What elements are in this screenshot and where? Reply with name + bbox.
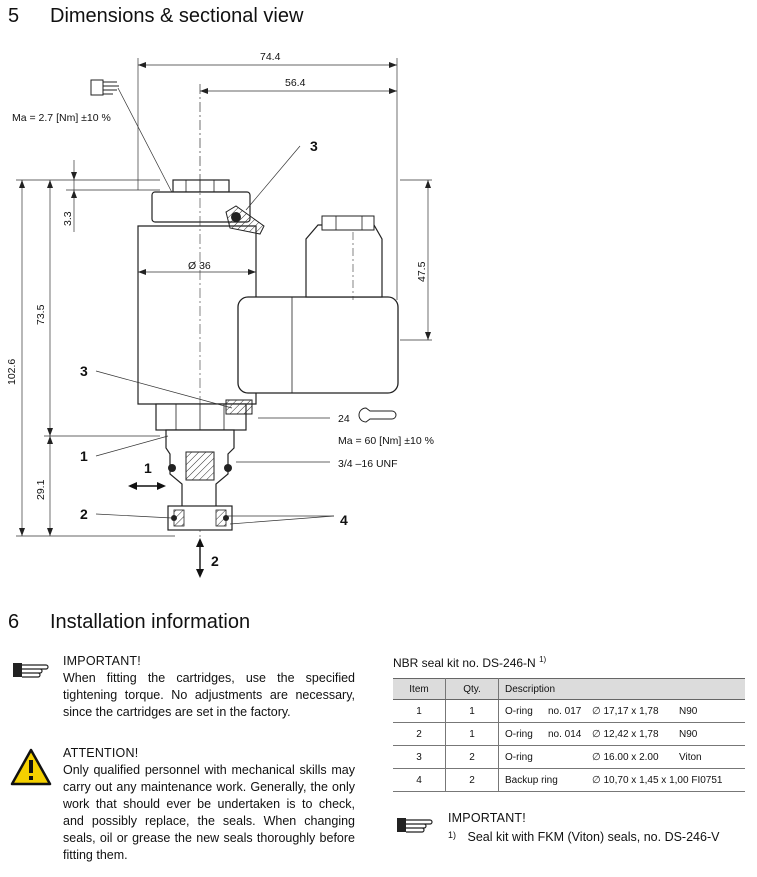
label-3-bottom: 3 [80,363,88,379]
section-6-number: 6 [8,611,20,633]
attention-text: Only qualified personnel with mechanical… [63,763,355,862]
port-1-label: 1 [144,460,152,476]
seal-kit-table: Item Qty. Description 1 1 O-ring no. 017 ∅… [393,678,745,792]
important-title: IMPORTANT! [63,654,141,668]
important-note: IMPORTANT! When fitting the cartridges, … [63,653,355,721]
label-3-top: 3 [310,138,318,154]
dim-diameter-text: Ø 36 [188,260,211,272]
cell-item: 3 [393,745,446,769]
cell-qty: 1 [445,699,499,723]
label-4: 4 [340,512,348,528]
torque-top-text: Ma = 2.7 [Nm] ±10 % [12,112,111,124]
port-1-arrow [128,482,166,490]
section-6-heading: 6 Installation information [8,611,408,637]
cell-size: ∅ 10,70 x 1,45 x 1,00 FI0751 [592,774,723,786]
cell-qty: 2 [445,745,499,769]
cell-part: O-ring [505,728,533,740]
pointing-hand-icon [397,818,433,833]
dim-height-total: 102.6 [6,179,175,537]
label-2: 2 [80,506,88,522]
hand-top-icon [90,79,181,209]
cell-size: ∅ 16.00 x 2.00 [592,751,659,763]
cell-qty: 2 [445,768,499,792]
cell-part: Backup ring [505,774,558,786]
dim-overall-width: 74.4 [137,51,398,300]
dim-height-total-text: 102.6 [6,359,18,385]
important-2-text: Seal kit with FKM (Viton) seals, no. DS-… [467,830,720,844]
table-row: 3 2 O-ring ∅ 16.00 x 2.00 Viton [393,745,745,769]
cell-description: Backup ring ∅ 10,70 x 1,45 x 1,00 FI0751 [498,768,745,792]
cell-description: O-ring no. 017 ∅ 17,17 x 1,78 N90 [498,699,745,723]
dim-small-text: 3.3 [62,211,74,226]
dim-small: 3.3 [62,160,160,232]
important-2-title: IMPORTANT! [448,811,526,825]
header-qty: Qty. [445,678,499,700]
cell-no: no. 017 [548,705,582,717]
leader-lines [95,145,335,525]
cell-part: O-ring [505,705,533,717]
important-text: When fitting the cartridges, use the spe… [63,671,355,719]
header-description: Description [498,678,745,700]
pointing-hand-icon [13,663,49,678]
table-row: 4 2 Backup ring ∅ 10,70 x 1,45 x 1,00 FI0… [393,768,745,792]
table-row: 2 1 O-ring no. 014 ∅ 12,42 x 1,78 N90 [393,722,745,746]
cell-size: ∅ 17,17 x 1,78 [592,705,659,717]
section-5-title: Dimensions & sectional view [50,5,304,27]
attention-title: ATTENTION! [63,746,139,760]
sectional-view-drawing: 74.4 56.4 Ma = 2.7 [Nm] ±10 % 102.6 73.5 [6,51,434,578]
cell-description: O-ring ∅ 16.00 x 2.00 Viton [498,745,745,769]
cell-size: ∅ 12,42 x 1,78 [592,728,659,740]
dim-coil-height-text: 47.5 [416,261,428,282]
header-item: Item [393,678,446,700]
cell-part: O-ring [505,751,533,763]
table-row: 1 1 O-ring no. 017 ∅ 17,17 x 1,78 N90 [393,699,745,723]
cell-material: Viton [679,751,702,763]
important-2-line: 1) Seal kit with FKM (Viton) seals, no. … [448,827,748,846]
cell-material: N90 [679,728,698,740]
cell-item: 2 [393,722,446,746]
port-2-label: 2 [211,553,219,569]
label-1: 1 [80,448,88,464]
attention-note: ATTENTION! Only qualified personnel with… [63,745,355,864]
cell-description: O-ring no. 014 ∅ 12,42 x 1,78 N90 [498,722,745,746]
cell-item: 1 [393,699,446,723]
dim-inner-width: 56.4 [199,77,397,180]
wrench-icon [358,407,397,423]
warning-triangle-icon [10,748,52,786]
dim-height-body-text: 73.5 [35,304,47,325]
seal-kit-footnote-mark: 1) [539,655,547,664]
dim-bottom-text: 29.1 [35,479,47,500]
section-5-number: 5 [8,5,20,27]
important-2-note: IMPORTANT! 1) Seal kit with FKM (Viton) … [448,810,748,846]
wrench-size-text: 24 [338,413,350,425]
important-2-footnote-mark: 1) [448,830,457,840]
cell-qty: 1 [445,722,499,746]
valve-body [137,179,432,550]
seal-kit-title-text: NBR seal kit no. DS-246-N [393,656,536,670]
thread-text: 3/4 –16 UNF [338,458,398,470]
cell-material: N90 [679,705,698,717]
cell-no: no. 014 [548,728,582,740]
seal-kit-title: NBR seal kit no. DS-246-N 1) [393,655,546,670]
torque-bottom-text: Ma = 60 [Nm] ±10 % [338,435,434,447]
port-2-arrow [196,538,204,578]
section-5-heading: 5 Dimensions & sectional view [8,5,408,31]
cell-item: 4 [393,768,446,792]
dim-inner-width-text: 56.4 [285,77,306,89]
dim-bottom: 29.1 [35,436,53,536]
dim-overall-width-text: 74.4 [260,51,281,63]
table-header-row: Item Qty. Description [393,678,745,700]
dim-height-body: 73.5 [35,180,160,437]
section-6-title: Installation information [50,611,251,633]
